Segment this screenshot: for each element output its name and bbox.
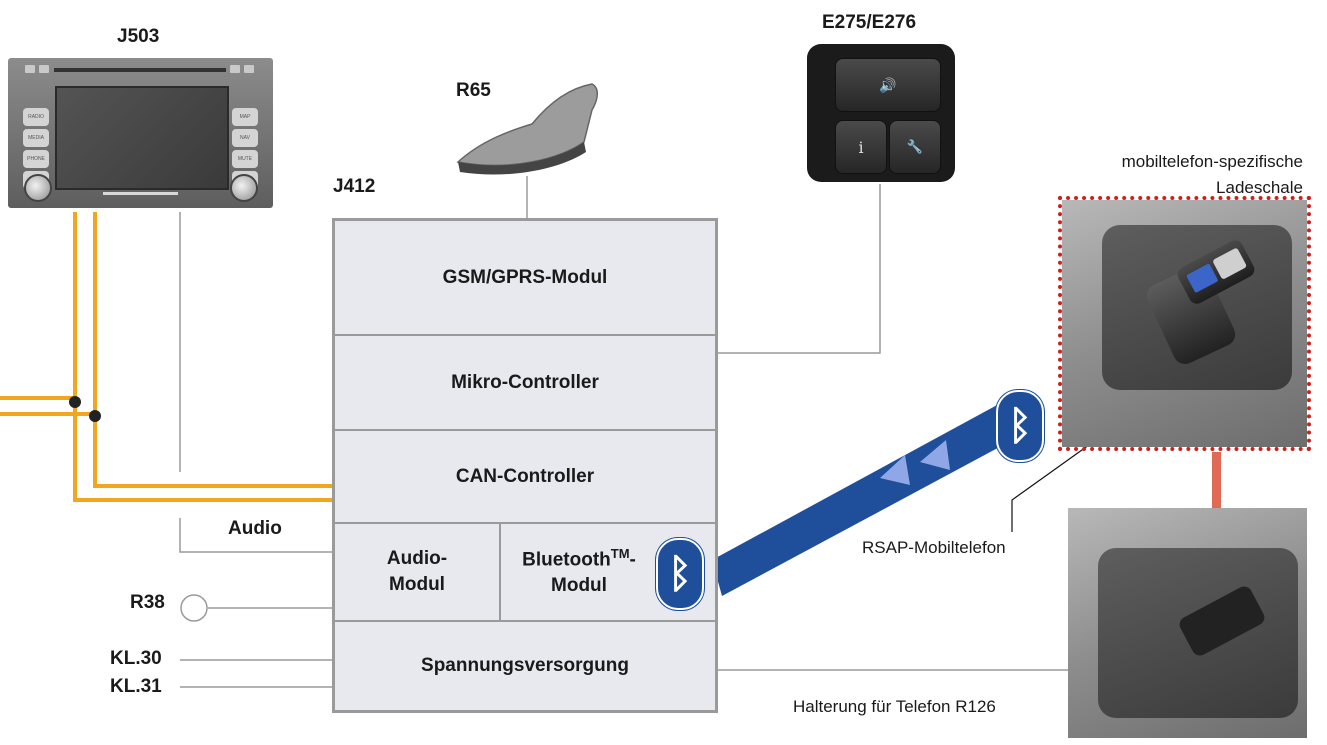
bluetooth-module-line2: Modul bbox=[551, 575, 607, 597]
radio-unit: RADIO MEDIA PHONE TONE MAP NAV MUTE SETU… bbox=[8, 58, 273, 208]
bluetooth-icon: ᛒ bbox=[656, 538, 704, 610]
speaker-button: 🔊 bbox=[835, 58, 941, 112]
junction-dot-1 bbox=[69, 396, 81, 408]
bluetooth-module: BluetoothTM- Modul bbox=[501, 524, 715, 622]
cradle-label-line1: mobiltelefon-spezifische bbox=[1121, 152, 1303, 171]
radio-button-nav: NAV bbox=[232, 129, 258, 147]
info-button: i bbox=[835, 120, 887, 174]
bluetooth-icon: ᛒ bbox=[996, 390, 1044, 462]
radio-button-radio: RADIO bbox=[23, 108, 49, 126]
grey-wire-buttons bbox=[718, 184, 881, 354]
cradle-photo bbox=[1062, 200, 1307, 447]
orange-wire-1 bbox=[73, 212, 332, 502]
audio-module-line1: Audio- bbox=[386, 548, 448, 570]
radio-button-phone: PHONE bbox=[23, 150, 49, 168]
radio-button-media: MEDIA bbox=[23, 129, 49, 147]
highlight-frame bbox=[1058, 196, 1311, 451]
j412-block: GSM/GPRS-Modul Mikro-Controller CAN-Cont… bbox=[332, 218, 718, 713]
gsm-module: GSM/GPRS-Modul bbox=[335, 221, 715, 336]
kl31-label: KL.31 bbox=[110, 676, 162, 697]
service-button: 🔧 bbox=[889, 120, 941, 174]
j412-label: J412 bbox=[333, 176, 376, 197]
bluetooth-module-line1: Bluetooth bbox=[522, 549, 611, 571]
radio-top-button bbox=[25, 65, 35, 73]
mikro-controller: Mikro-Controller bbox=[335, 336, 715, 431]
rsap-label: RSAP-Mobiltelefon bbox=[862, 538, 1006, 557]
junction-dot-2 bbox=[89, 410, 101, 422]
signal-arrow-2 bbox=[920, 440, 950, 470]
grey-wires bbox=[179, 176, 1068, 688]
power-supply: Spannungsversorgung bbox=[421, 655, 629, 676]
radio-top-button bbox=[230, 65, 240, 73]
holder-label: Halterung für Telefon R126 bbox=[793, 697, 996, 716]
wrench-icon: 🔧 bbox=[906, 139, 924, 154]
r38-label: R38 bbox=[130, 592, 165, 613]
radio-button-mute: MUTE bbox=[232, 150, 258, 168]
kl30-label: KL.30 bbox=[110, 648, 162, 669]
orange-bus bbox=[0, 212, 332, 502]
info-icon: i bbox=[858, 137, 864, 157]
j503-label: J503 bbox=[117, 26, 160, 47]
radio-screen bbox=[55, 86, 229, 190]
bluetooth-module-dash: - bbox=[629, 549, 636, 571]
orange-wire-2 bbox=[93, 212, 332, 488]
radio-top-button bbox=[244, 65, 254, 73]
grey-wire-audio bbox=[179, 518, 332, 553]
radio-button-map: MAP bbox=[232, 108, 258, 126]
bluetooth-beam bbox=[712, 398, 1022, 596]
e275-label: E275/E276 bbox=[822, 12, 917, 33]
volume-knob bbox=[24, 174, 52, 202]
speaker-icon: 🔊 bbox=[879, 76, 897, 93]
audio-module-line2: Modul bbox=[389, 574, 445, 595]
radio-top-button bbox=[39, 65, 49, 73]
cradle-label-line2: Ladeschale bbox=[1216, 178, 1303, 197]
trademark-sup: TM bbox=[610, 546, 630, 562]
button-module: 🔊 i 🔧 bbox=[807, 44, 955, 182]
antenna-icon bbox=[456, 83, 598, 175]
can-controller: CAN-Controller bbox=[335, 431, 715, 524]
audio-label: Audio bbox=[228, 518, 282, 539]
holder-photo bbox=[1068, 508, 1307, 738]
tuning-knob bbox=[230, 174, 258, 202]
radio-cd-bar bbox=[103, 192, 178, 195]
signal-arrow-1 bbox=[880, 455, 910, 485]
r65-label: R65 bbox=[456, 80, 491, 101]
radio-cd-slot bbox=[54, 68, 226, 72]
audio-module: Audio- Modul bbox=[335, 524, 501, 622]
microphone-icon bbox=[180, 594, 208, 622]
